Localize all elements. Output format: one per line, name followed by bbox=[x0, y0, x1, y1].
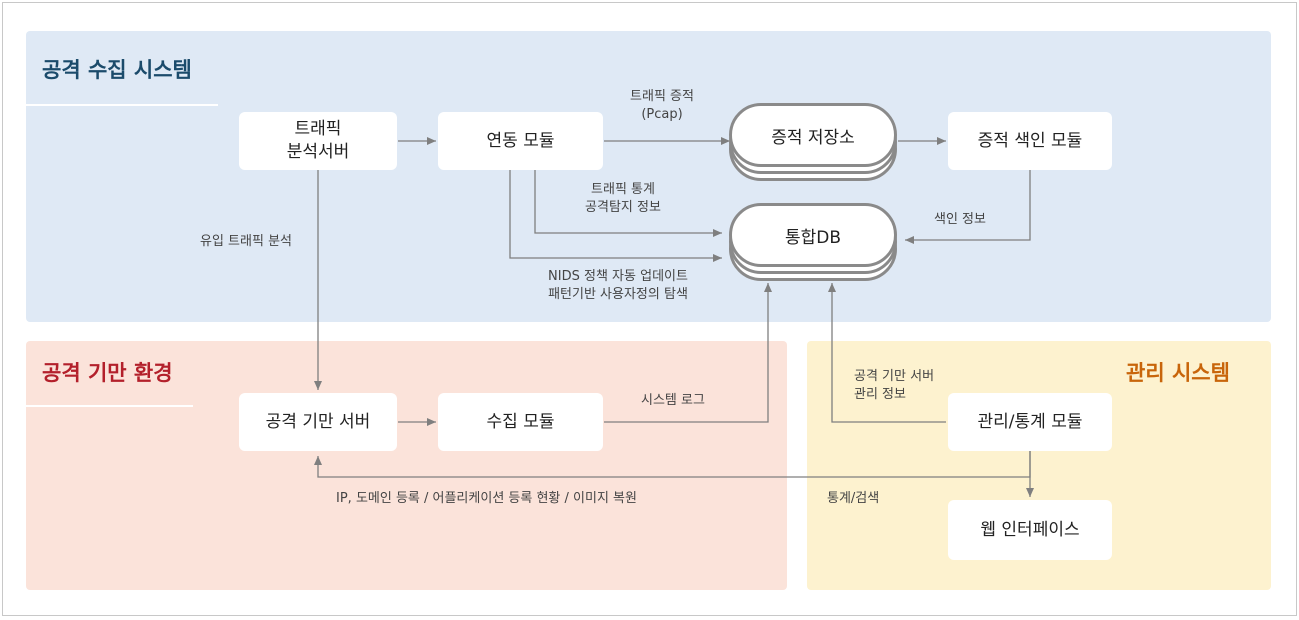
node-evidence-store: 증적 저장소 bbox=[729, 103, 899, 183]
node-web-interface: 웹 인터페이스 bbox=[948, 500, 1112, 560]
region-title-management: 관리 시스템 bbox=[1126, 361, 1230, 385]
edge-label-nids-policy: NIDS 정책 자동 업데이트 패턴기반 사용자정의 탐색 bbox=[548, 269, 688, 302]
node-decoy-server: 공격 기만 서버 bbox=[239, 393, 397, 451]
edge-label-traffic-evidence: 트래픽 증적 (Pcap) bbox=[630, 89, 694, 122]
node-collect-module: 수집 모듈 bbox=[438, 393, 603, 451]
edge-label-decoy-mgmt-info: 공격 기만 서버 관리 정보 bbox=[854, 369, 935, 402]
edge-link-nids-to-db bbox=[509, 170, 722, 262]
region-title-collection: 공격 수집 시스템 bbox=[42, 58, 192, 82]
edge-label-inbound-traffic: 유입 트래픽 분석 bbox=[200, 234, 292, 249]
title-underline-collection bbox=[26, 104, 218, 106]
edge-mgmt-to-decoy bbox=[314, 451, 1031, 478]
edge-mgmt-to-db bbox=[828, 283, 946, 423]
title-underline-decoy bbox=[26, 405, 193, 407]
node-management-stats-module: 관리/통계 모듈 bbox=[948, 393, 1112, 451]
region-decoy-environment bbox=[26, 341, 787, 590]
edge-link-stats-to-db bbox=[534, 170, 722, 237]
region-title-decoy: 공격 기만 환경 bbox=[42, 361, 173, 385]
node-traffic-analysis-server: 트래픽 분석서버 bbox=[239, 112, 397, 170]
edge-collect-to-db bbox=[604, 283, 772, 423]
edge-label-system-log: 시스템 로그 bbox=[641, 393, 705, 408]
node-link-module: 연동 모듈 bbox=[438, 112, 603, 170]
edge-label-traffic-stats: 트래픽 통계 공격탐지 정보 bbox=[585, 182, 661, 215]
edge-label-index-info: 색인 정보 bbox=[934, 212, 986, 227]
edge-label-registration-status: IP, 도메인 등록 / 어플리케이션 등록 현황 / 이미지 복원 bbox=[336, 491, 637, 506]
edge-index-to-db bbox=[905, 170, 1031, 244]
edge-label-stats-search: 통계/검색 bbox=[827, 491, 880, 506]
region-attack-collection bbox=[26, 31, 1271, 322]
node-evidence-index-module: 증적 색인 모듈 bbox=[948, 112, 1112, 170]
node-integrated-db: 통합DB bbox=[729, 203, 899, 283]
